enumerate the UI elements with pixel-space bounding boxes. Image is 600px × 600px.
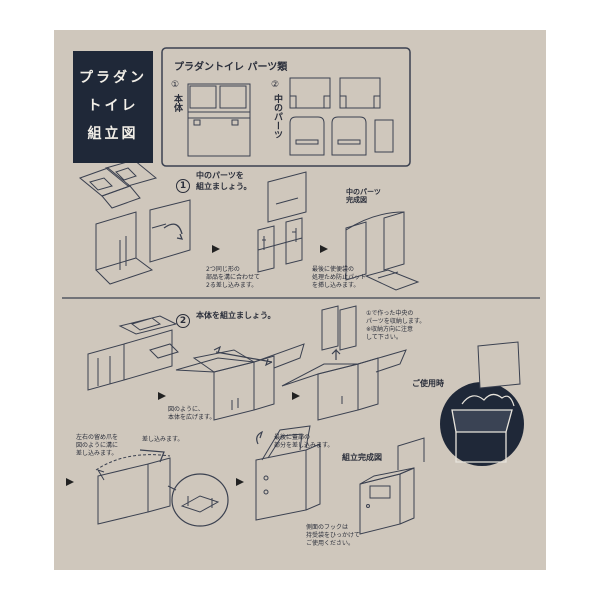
part-inner-drawings bbox=[289, 77, 394, 156]
step2-note-insert: 差し込みます。 bbox=[142, 436, 184, 443]
title-line2: トイレ bbox=[87, 98, 139, 114]
title-box: プラダン トイレ 組立図 bbox=[73, 51, 153, 163]
step2-complete-label: 組立完成図 bbox=[342, 453, 382, 462]
usage-label: ご使用時 bbox=[412, 379, 444, 388]
part-body-drawing bbox=[187, 83, 251, 157]
part2-number: ② bbox=[271, 80, 280, 90]
parts-panel-frame bbox=[161, 47, 411, 167]
zoom-circle bbox=[171, 473, 229, 527]
parts-heading: プラダントイレ パーツ類 bbox=[174, 62, 288, 73]
step2-note-open: 図のように、本体を広げます。 bbox=[168, 406, 216, 421]
step1-note-insert: 最後に使便袋の処理ため防止パットを挿し込みます。 bbox=[312, 266, 367, 289]
step2-drawings bbox=[66, 305, 524, 535]
step2-note-store: ①で作った中央のパーツを収納します。※収納方向に注意して下さい。 bbox=[366, 310, 426, 341]
step2-note-lid: 最後に蓋部の部分を差し込みます。 bbox=[274, 434, 334, 449]
part2-label: 中のパーツ bbox=[272, 94, 282, 139]
step1-badge: 1 bbox=[176, 173, 194, 193]
step2-note-hook: 側面のフックは持受袋をひっかけてご使用ください。 bbox=[306, 524, 361, 547]
step1-drawings bbox=[78, 159, 420, 291]
step1-complete-label: 中のパーツ完成図 bbox=[346, 188, 381, 204]
part1-label: 本体 bbox=[172, 94, 182, 112]
title-line3: 組立図 bbox=[87, 126, 139, 142]
step2-note-tabs: 左右の留め爪を図のように溝に差し込みます。 bbox=[76, 434, 119, 457]
part1-number: ① bbox=[171, 80, 180, 90]
step1-heading: 中のパーツを組立ましょう。 bbox=[196, 171, 252, 191]
step2-heading: 本体を組立ましょう。 bbox=[196, 311, 276, 320]
title-line1: プラダン bbox=[79, 70, 147, 86]
step2-badge: 2 bbox=[176, 308, 194, 328]
